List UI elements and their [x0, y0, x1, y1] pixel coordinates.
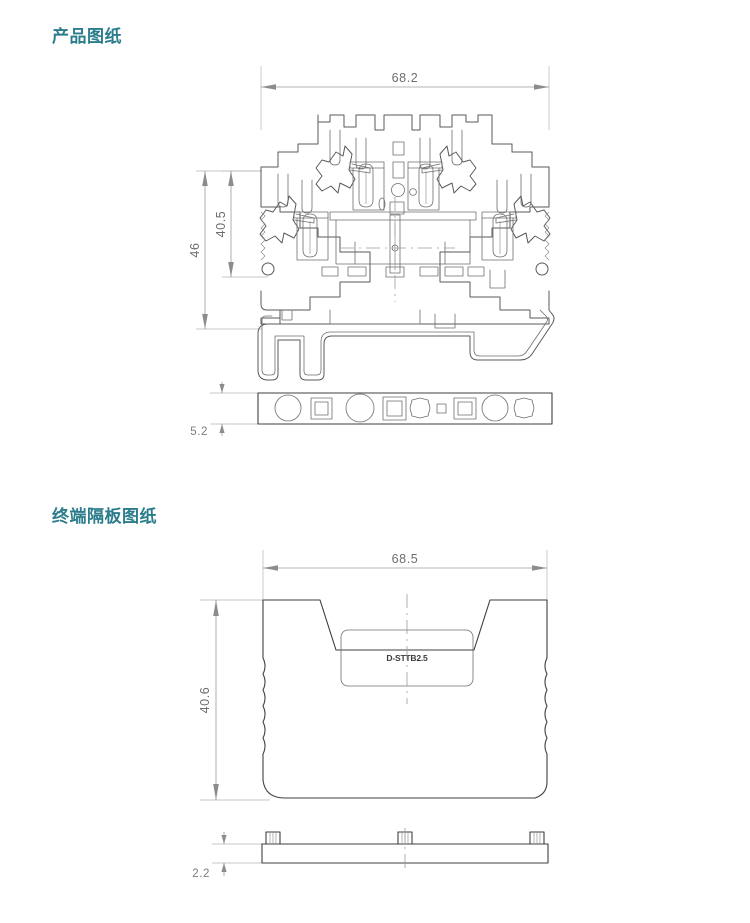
top-view-strip: 5.2	[190, 382, 553, 438]
dimension-strip-thickness: 5.2	[190, 382, 258, 438]
separator-bottom-view: 2.2	[192, 828, 549, 880]
dimension-separator-width: 68.5	[262, 550, 548, 604]
page-title-product-drawing: 产品图纸	[52, 27, 122, 46]
dimension-plate-thickness: 2.2	[192, 832, 262, 880]
separator-plate-figure: 68.5 40.6 D-STTB2.5	[192, 550, 549, 880]
page-title-separator-drawing: 终端隔板图纸	[52, 507, 157, 526]
dimension-label-46: 46	[188, 242, 202, 257]
spring-clamp-upper-left	[315, 145, 385, 211]
mounting-tab-right	[529, 831, 545, 845]
mounting-tab-center	[397, 828, 413, 868]
spring-clamp-lower-right	[481, 195, 551, 261]
spring-clamp-lower-left	[259, 195, 329, 261]
dimension-label-68-5: 68.5	[392, 552, 419, 566]
separator-plate-side-view: D-STTB2.5	[262, 594, 548, 799]
spring-clamp-upper-right	[407, 145, 477, 211]
dimension-label-2-2: 2.2	[192, 868, 210, 880]
din-rail-foot	[257, 290, 555, 381]
dimension-separator-height: 40.6	[198, 599, 270, 801]
dimension-label-68-2: 68.2	[392, 71, 419, 85]
dimension-label-40-5: 40.5	[214, 211, 228, 238]
dimension-overall-width: 68.2	[260, 66, 550, 130]
terminal-block-section-view	[257, 114, 555, 381]
mounting-tab-left	[265, 831, 281, 845]
dimension-body-height: 40.5	[214, 170, 268, 278]
product-drawing-figure: 68.2 46 40.5	[188, 66, 555, 438]
dimension-label-40-6: 40.6	[198, 687, 212, 714]
dimension-overall-height: 46	[188, 170, 262, 330]
dimension-label-5-2: 5.2	[190, 426, 208, 438]
